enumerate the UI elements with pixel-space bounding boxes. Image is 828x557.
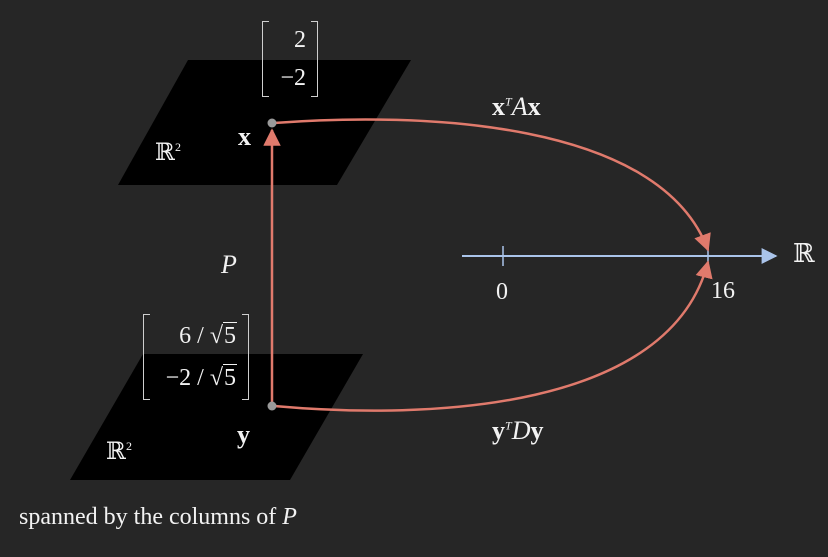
top-plane — [118, 60, 411, 185]
top-plane-exponent: 2 — [174, 140, 181, 154]
y-vector-entry-2: −2 / √5 — [166, 364, 237, 392]
ytdy-y1: y — [492, 416, 505, 445]
y-matrix-right-bracket — [242, 314, 249, 400]
sqrt-sign-icon: √ — [209, 365, 223, 391]
x-vector-matrix: 2 −2 — [262, 21, 318, 97]
ytdy-label: yTDy — [492, 418, 543, 444]
number-line-label: ℝ — [793, 239, 815, 268]
bottom-plane-label: ℝ2 — [106, 440, 132, 464]
caption-text: spanned by the columns of — [19, 504, 283, 530]
xtax-transpose: T — [505, 94, 512, 109]
xtax-a: A — [511, 92, 528, 121]
y-entry-2-sqrt: √5 — [210, 364, 237, 392]
y-vector-entry-1: 6 / √5 — [179, 322, 237, 350]
tick-zero-label: 0 — [496, 279, 508, 305]
ytdy-y2: y — [530, 416, 544, 445]
p-map-label: P — [221, 250, 237, 279]
top-plane-label: ℝ2 — [155, 141, 181, 165]
ytdy-arrow — [273, 260, 713, 412]
y-vector-matrix: 6 / √5 −2 / √5 — [143, 314, 249, 400]
caption: spanned by the columns of P — [19, 505, 297, 529]
sqrt-sign-icon: √ — [209, 323, 223, 349]
y-vector-label: y — [237, 420, 250, 449]
xtax-x2: x — [527, 92, 541, 121]
ytdy-transpose: T — [505, 418, 512, 433]
x-vector-entry-1: 2 — [294, 27, 306, 53]
y-entry-1-prefix: 6 / — [179, 323, 210, 349]
y-matrix-left-bracket — [143, 314, 150, 400]
bottom-plane-symbol: ℝ — [106, 439, 126, 465]
x-vector-label: x — [238, 122, 251, 151]
tick-sixteen-label: 16 — [711, 278, 735, 304]
xtax-label: xTAx — [492, 94, 541, 120]
top-plane-symbol: ℝ — [155, 140, 175, 166]
xtax-x1: x — [492, 92, 505, 121]
caption-p: P — [282, 504, 297, 530]
ytdy-d: D — [511, 416, 531, 445]
y-entry-2-radicand: 5 — [223, 364, 237, 391]
y-entry-2-prefix: −2 / — [165, 365, 210, 391]
x-vector-entry-2: −2 — [280, 65, 306, 91]
x-matrix-left-bracket — [262, 21, 269, 97]
y-entry-1-radicand: 5 — [223, 322, 237, 349]
xtax-arrow — [273, 118, 711, 252]
y-entry-1-sqrt: √5 — [210, 322, 237, 350]
x-point — [267, 118, 277, 128]
x-matrix-right-bracket — [311, 21, 318, 97]
bottom-plane-exponent: 2 — [125, 439, 132, 453]
y-point — [267, 401, 277, 411]
